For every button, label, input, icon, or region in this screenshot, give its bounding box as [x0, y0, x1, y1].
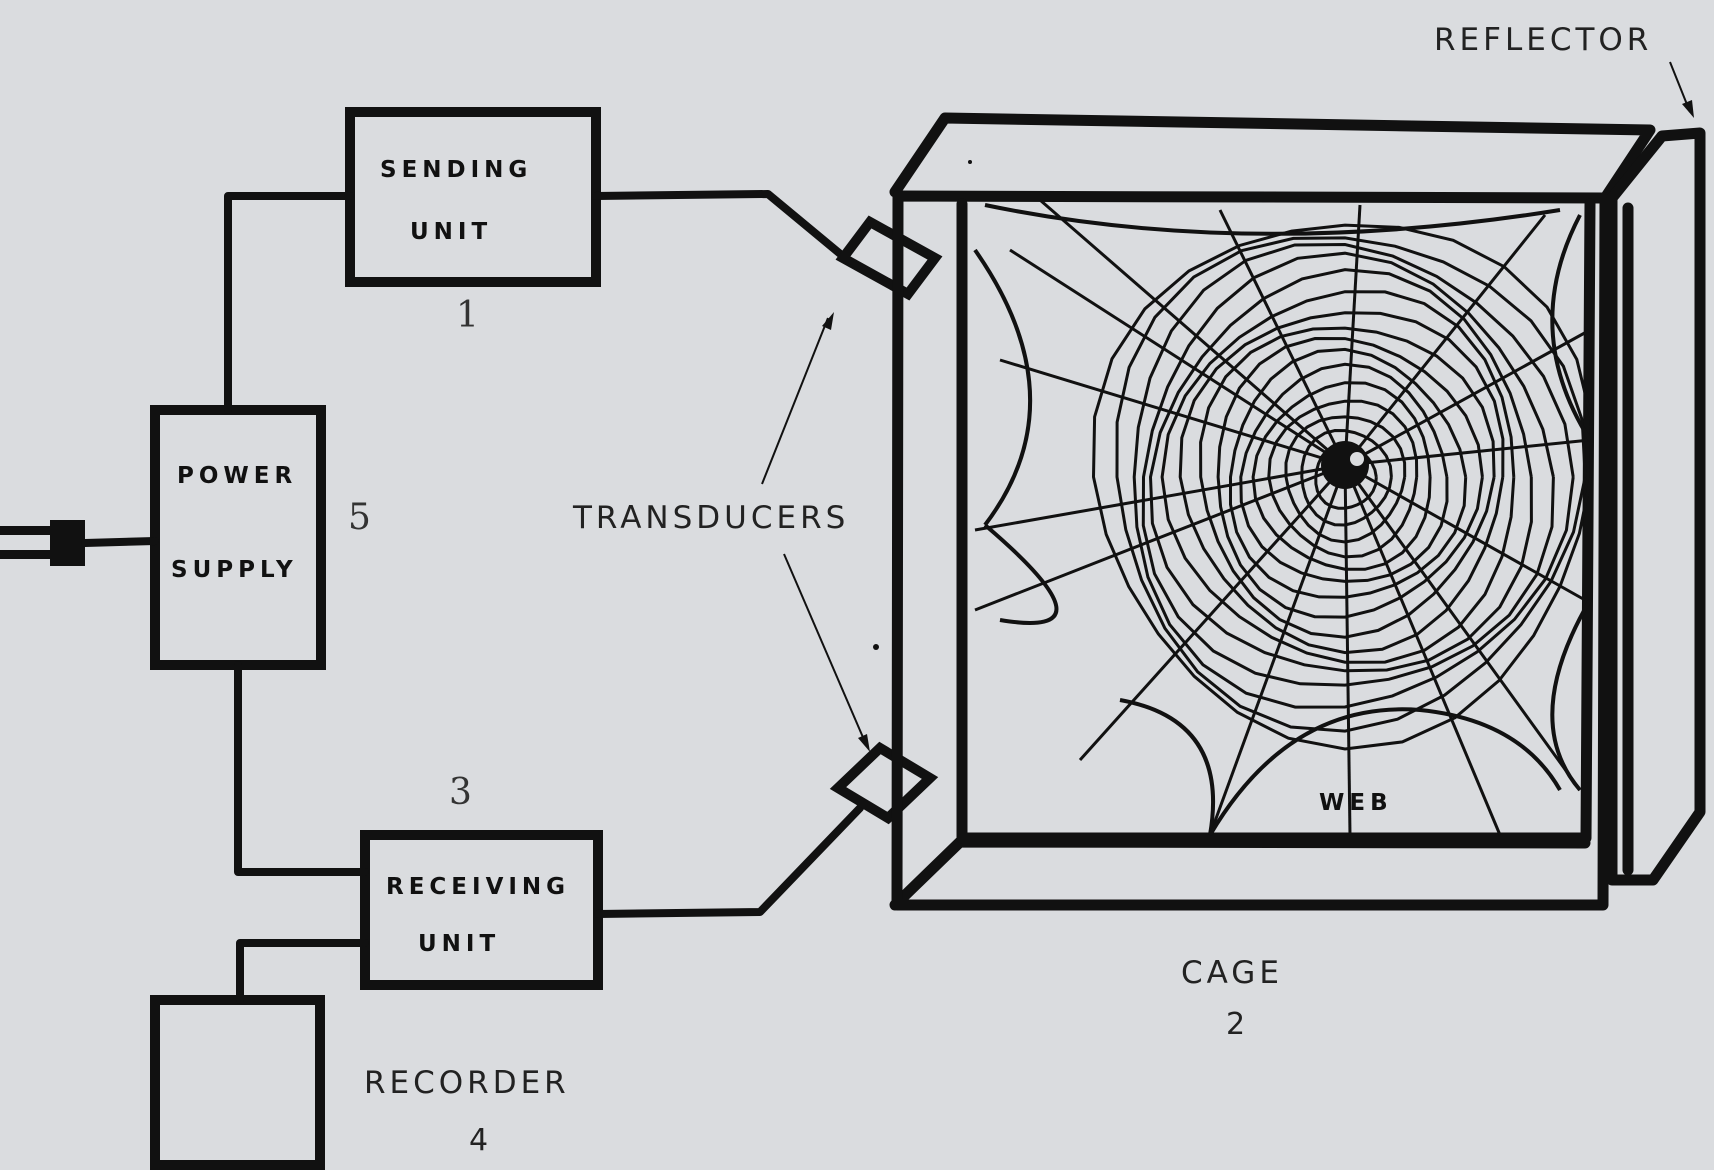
receiving-unit-number: 3 — [449, 772, 472, 813]
transducer-arrows — [761, 312, 870, 752]
sending-unit-label-line2: UNIT — [410, 219, 493, 245]
sending-unit-number: 1 — [456, 295, 479, 336]
wire-sending-to-transducer — [592, 190, 854, 266]
recorder-box — [150, 995, 325, 1170]
transducers-label: TRANSDUCERS — [573, 500, 850, 536]
reflector-arrow — [1669, 61, 1694, 118]
power-supply-label-line2: SUPPLY — [171, 557, 298, 583]
receiving-unit-box — [360, 830, 603, 990]
power-plug-icon — [0, 520, 159, 566]
cage-label: CAGE — [1181, 955, 1283, 991]
power-supply-number: 5 — [348, 497, 371, 538]
receiving-unit-label-line1: RECEIVING — [386, 874, 571, 900]
reflector-label: REFLECTOR — [1434, 22, 1653, 58]
power-supply-label-line1: POWER — [177, 463, 298, 489]
transducer-bottom-icon — [829, 741, 939, 825]
wire-power-to-receiving — [234, 661, 369, 876]
transducer-top-icon — [835, 215, 943, 301]
spider-web — [973, 198, 1593, 837]
receiving-unit-label-line2: UNIT — [418, 931, 501, 957]
recorder-number: 4 — [469, 1123, 489, 1158]
power-supply-box — [150, 405, 326, 670]
wire-power-to-sending — [224, 192, 354, 414]
sending-unit-box — [345, 107, 601, 287]
recorder-label: RECORDER — [364, 1065, 570, 1101]
sending-unit-label-line1: SENDING — [380, 157, 533, 183]
wire-receiving-to-transducer — [594, 804, 864, 918]
reflector-panel — [1606, 127, 1706, 886]
wire-receiving-to-recorder — [236, 939, 369, 1004]
web-label: WEB — [1319, 790, 1393, 816]
cage-number: 2 — [1226, 1007, 1246, 1042]
cage — [873, 112, 1656, 911]
